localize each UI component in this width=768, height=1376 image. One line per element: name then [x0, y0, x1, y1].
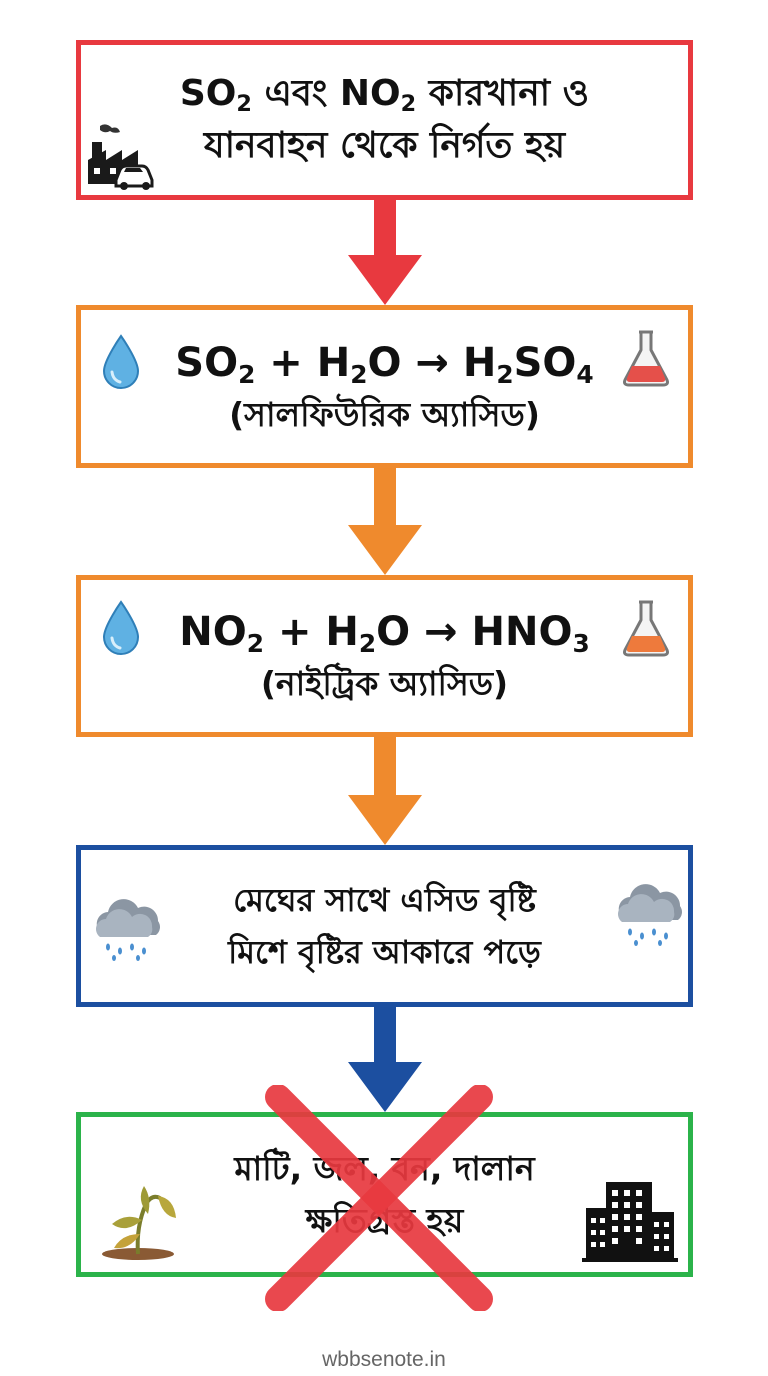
water-drop-icon — [102, 334, 140, 389]
step-box-damage: মাটি, জল, বন, দালান ক্ষতিগ্রস্ত হয় — [76, 1112, 693, 1277]
nitric-acid-equation: NO2 + H2O → HNO3 — [179, 609, 590, 658]
step-box-nitric-acid: NO2 + H2O → HNO3 (নাইট্রিক অ্যাসিড) — [76, 575, 693, 737]
step-1-line-2: যানবাহন থেকে নির্গত হয় — [203, 125, 566, 166]
flask-icon — [623, 330, 669, 387]
step-4-line-2: মিশে বৃষ্টির আকারে পড়ে — [228, 933, 541, 971]
step-4-line-1: মেঘের সাথে এসিড বৃষ্টি — [233, 881, 536, 919]
rain-cloud-icon — [618, 884, 682, 946]
red-cross-icon — [265, 1085, 493, 1311]
factory-icon — [88, 124, 154, 190]
step-box-sulfuric-acid: SO2 + H2O → H2SO4 (সালফিউরিক অ্যাসিড) — [76, 305, 693, 468]
flask-icon — [623, 600, 669, 657]
down-arrow-orange-1 — [348, 468, 422, 575]
step-1-line-1: SO2 এবং NO2 কারখানা ও — [179, 73, 590, 118]
car-icon — [114, 164, 154, 190]
nitric-acid-label: (নাইট্রিক অ্যাসিড) — [260, 664, 509, 703]
sulfuric-acid-label: (সালফিউরিক অ্যাসিড) — [229, 394, 540, 434]
down-arrow-red — [348, 200, 422, 305]
building-icon — [582, 1182, 678, 1262]
sulfuric-acid-equation: SO2 + H2O → H2SO4 — [175, 339, 594, 389]
water-drop-icon — [102, 600, 140, 655]
step-box-acid-rain: মেঘের সাথে এসিড বৃষ্টি মিশে বৃষ্টির আকার… — [76, 845, 693, 1007]
down-arrow-blue — [348, 1007, 422, 1112]
down-arrow-orange-2 — [348, 737, 422, 845]
step-box-emission: SO2 এবং NO2 কারখানা ও যানবাহন থেকে নির্গ… — [76, 40, 693, 200]
footer-website: wbbsenote.in — [322, 1348, 446, 1371]
rain-cloud-icon — [95, 899, 160, 961]
wilted-plant-icon — [102, 1186, 176, 1260]
